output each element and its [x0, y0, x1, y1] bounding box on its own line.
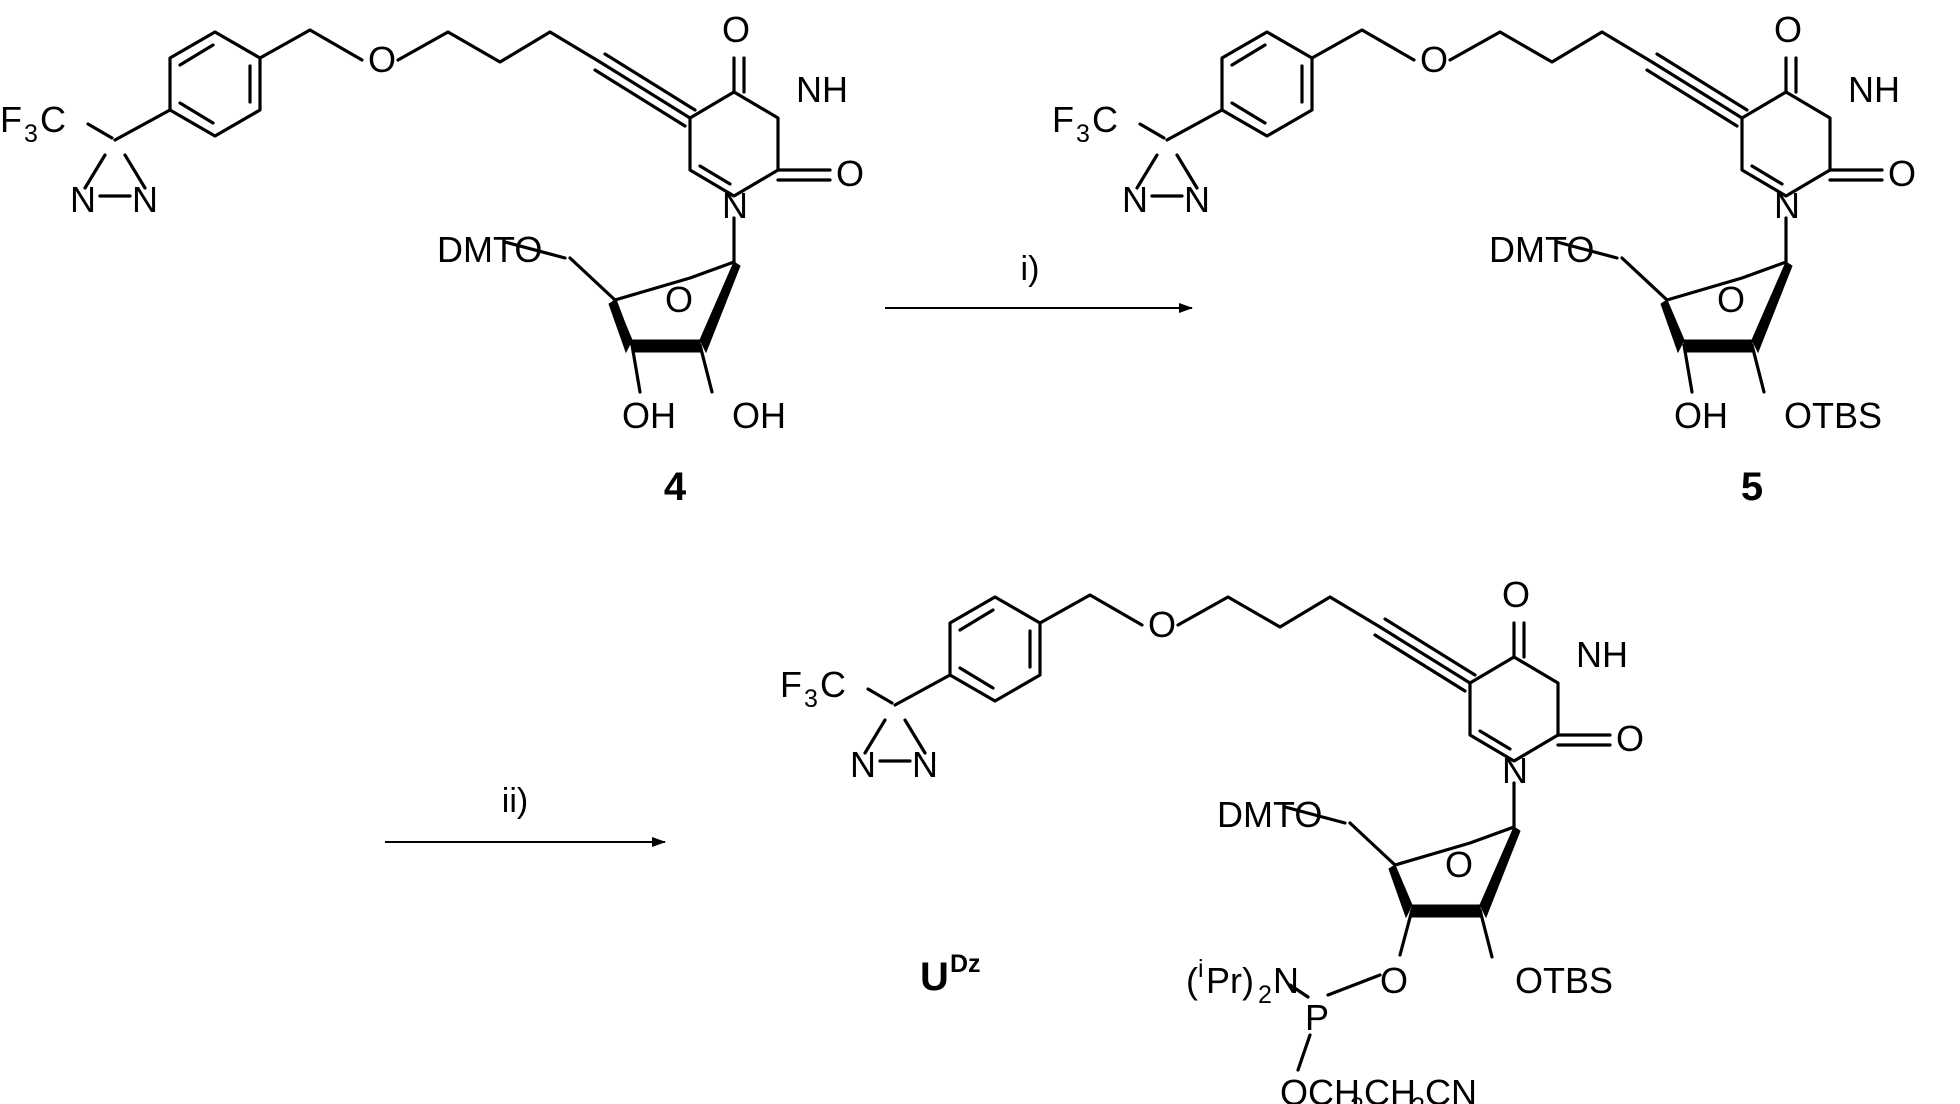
wedge-bond: [608, 299, 633, 354]
wedge-bond: [1388, 864, 1413, 919]
ipr-open-paren: (: [1186, 960, 1198, 1001]
reaction-arrow-ii: ii): [385, 782, 666, 847]
nh-group: NH: [1576, 634, 1628, 675]
dmto-group: DMTO: [437, 229, 542, 270]
n1-atom: N: [1774, 185, 1800, 226]
ocn-cn: CN: [1425, 1072, 1477, 1104]
cf3-c: C: [820, 664, 846, 705]
diazirine-n: N: [1122, 179, 1148, 220]
carbonyl-o: O: [1774, 9, 1802, 50]
oh-2prime: OH: [732, 395, 786, 436]
reaction-arrow-i: i): [885, 250, 1193, 313]
ether-o: O: [1148, 604, 1176, 645]
ipr-body: Pr): [1206, 960, 1254, 1001]
compound-label-dz: Dz: [950, 950, 981, 978]
ocn-subscript: 2: [1411, 1093, 1425, 1104]
condition-ii-label: ii): [502, 782, 528, 820]
ether-o: O: [1420, 39, 1448, 80]
bond-lines: [863, 593, 1612, 1072]
n1-atom: N: [722, 185, 748, 226]
cf3-f: F: [1052, 99, 1074, 140]
nh-group: NH: [1848, 69, 1900, 110]
ocn-ch: CH: [1364, 1072, 1416, 1104]
compound-udz-structure: F 3 C N N O O NH O N DMTO O O OTBS ( i P…: [780, 574, 1644, 1104]
cf3-f: F: [0, 99, 22, 140]
bold-ring-bond: [631, 339, 701, 353]
phosphorus: P: [1305, 997, 1329, 1038]
diazirine-n: N: [1184, 179, 1210, 220]
cf3-f: F: [780, 664, 802, 705]
ring-o: O: [1717, 279, 1745, 320]
bold-ring-bond: [1411, 904, 1481, 918]
cf3-c: C: [1092, 99, 1118, 140]
condition-i-label: i): [1021, 250, 1040, 288]
diazirine-n: N: [850, 744, 876, 785]
wedge-bond: [1751, 261, 1793, 354]
ipr-superscript: i: [1198, 955, 1204, 983]
carbonyl-o: O: [1616, 718, 1644, 759]
wedge-bond: [699, 261, 741, 354]
bond-lines: [83, 28, 832, 394]
carbonyl-o: O: [1888, 153, 1916, 194]
compound-5-structure: F 3 C N N O O NH O N DMTO O OH OTBS 5: [1052, 9, 1916, 509]
wedge-bond: [1660, 299, 1685, 354]
ring-o: O: [1445, 844, 1473, 885]
cf3-c: C: [40, 99, 66, 140]
dmto-group: DMTO: [1217, 794, 1322, 835]
oh-3prime: OH: [1674, 395, 1728, 436]
wedge-bond: [1479, 826, 1521, 919]
carbonyl-o: O: [722, 9, 750, 50]
compound-label-udz: U Dz: [920, 950, 981, 999]
dmto-group: DMTO: [1489, 229, 1594, 270]
ipr-n: N: [1273, 960, 1299, 1001]
cf3-subscript: 3: [1076, 120, 1090, 148]
otbs-2prime: OTBS: [1784, 395, 1882, 436]
compound-4-structure: F 3 C N N O O NH O N DMTO O OH OH 4: [0, 9, 864, 509]
bond-lines: [1135, 28, 1884, 394]
diazirine-n: N: [132, 179, 158, 220]
n1-atom: N: [1502, 750, 1528, 791]
ocn-och: OCH: [1280, 1072, 1360, 1104]
diazirine-n: N: [912, 744, 938, 785]
compound-label-5: 5: [1741, 465, 1763, 509]
cf3-subscript: 3: [24, 120, 38, 148]
diazirine-n: N: [70, 179, 96, 220]
compound-label-u: U: [920, 955, 949, 999]
o-3prime: O: [1380, 960, 1408, 1001]
compound-label-4: 4: [664, 465, 687, 509]
otbs-2prime: OTBS: [1515, 960, 1613, 1001]
ipr-subscript: 2: [1258, 981, 1272, 1009]
oh-3prime: OH: [622, 395, 676, 436]
nh-group: NH: [796, 69, 848, 110]
ether-o: O: [368, 39, 396, 80]
ocn-subscript: 2: [1350, 1093, 1364, 1104]
carbonyl-o: O: [1502, 574, 1530, 615]
ring-o: O: [665, 279, 693, 320]
carbonyl-o: O: [836, 153, 864, 194]
cf3-subscript: 3: [804, 685, 818, 713]
bold-ring-bond: [1683, 339, 1753, 353]
